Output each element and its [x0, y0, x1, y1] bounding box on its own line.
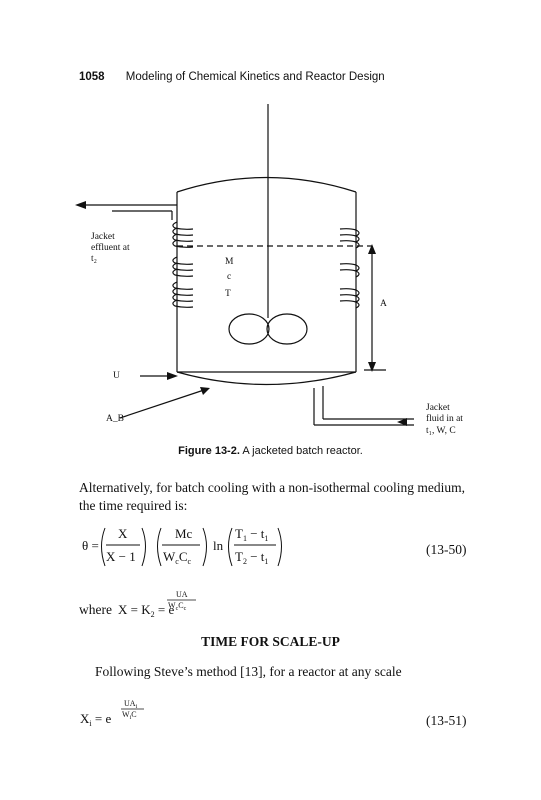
label-jacket-fluid-1: Jacket	[426, 403, 450, 413]
page-number: 1058	[79, 71, 105, 83]
paragraph-2: Following Steve’s method [13], for a rea…	[95, 664, 402, 679]
running-head: 1058 Modeling of Chemical Kinetics and R…	[79, 71, 385, 83]
svg-text:WcCc: WcCc	[163, 549, 192, 566]
svg-text:X: X	[118, 526, 128, 541]
paragraph-1-line-1: Alternatively, for batch cooling with a …	[79, 480, 466, 495]
svg-text:T1 − t1: T1 − t1	[235, 526, 268, 543]
equation-13-50: θ = X X − 1 Mc WcCc ln T1 − t1 T2 − t1	[82, 526, 282, 567]
impeller-right-blade	[266, 313, 308, 345]
svg-text:UA: UA	[176, 590, 188, 599]
label-area-b: A_B	[106, 414, 124, 424]
svg-text:UAi: UAi	[124, 699, 138, 710]
svg-text:Xi = e: Xi = e	[80, 711, 111, 728]
svg-text:Mc: Mc	[175, 526, 193, 541]
section-heading: TIME FOR SCALE-UP	[201, 634, 340, 649]
svg-text:WcCc: WcCc	[168, 601, 187, 612]
area-arrowhead-bottom	[368, 362, 376, 372]
svg-text:θ =: θ =	[82, 538, 99, 553]
vessel-bottom-head	[176, 371, 357, 386]
ab-arrow-line	[119, 389, 205, 419]
paragraph-1-line-2: the time required is:	[79, 498, 188, 513]
figure-caption-text: A jacketed batch reactor.	[242, 445, 363, 457]
right-cooling-coils	[339, 228, 360, 309]
svg-text:T2 − t1: T2 − t1	[235, 549, 268, 566]
figure-caption: Figure 13-2. A jacketed batch reactor.	[0, 445, 541, 457]
label-jacket-fluid-3: t₁, W, C	[426, 426, 456, 436]
equation-13-51: Xi = e UAi WiC	[80, 699, 144, 728]
svg-text:X − 1: X − 1	[106, 549, 136, 564]
svg-text:ln: ln	[213, 538, 224, 553]
equation-13-50-number: (13-50)	[426, 542, 467, 557]
label-jacket-effluent-2: effluent at	[91, 242, 130, 253]
label-mass: M	[225, 257, 234, 267]
label-area: A	[380, 299, 387, 309]
vessel-top-head	[176, 176, 357, 193]
running-title: Modeling of Chemical Kinetics and Reacto…	[125, 71, 385, 83]
equation-13-51-number: (13-51)	[426, 713, 467, 728]
where-text: where	[79, 602, 112, 617]
label-jacket-effluent-1: Jacket	[91, 232, 115, 242]
effluent-arrowhead	[75, 201, 86, 209]
inlet-arrowhead	[397, 418, 407, 426]
area-arrowhead-top	[368, 244, 376, 254]
u-arrowhead	[167, 372, 178, 380]
equation-x-definition: X = K2 = e UA WcCc	[118, 590, 196, 619]
svg-text:X = K2 = e: X = K2 = e	[118, 602, 174, 619]
svg-text:WiC: WiC	[122, 710, 137, 721]
label-jacket-effluent-3: t₂	[91, 254, 97, 264]
label-temperature: T	[225, 289, 231, 299]
label-coefficient: U	[113, 371, 120, 381]
figure-caption-label: Figure 13-2.	[178, 445, 240, 457]
impeller-left-blade	[228, 313, 270, 345]
label-heat-capacity: c	[227, 272, 231, 282]
left-cooling-coils	[172, 221, 194, 308]
label-jacket-fluid-2: fluid in at	[426, 413, 463, 424]
reactor-figure: Jacket effluent at t₂ M c T A U A_B Jack…	[75, 104, 463, 436]
ab-arrowhead	[200, 387, 210, 395]
